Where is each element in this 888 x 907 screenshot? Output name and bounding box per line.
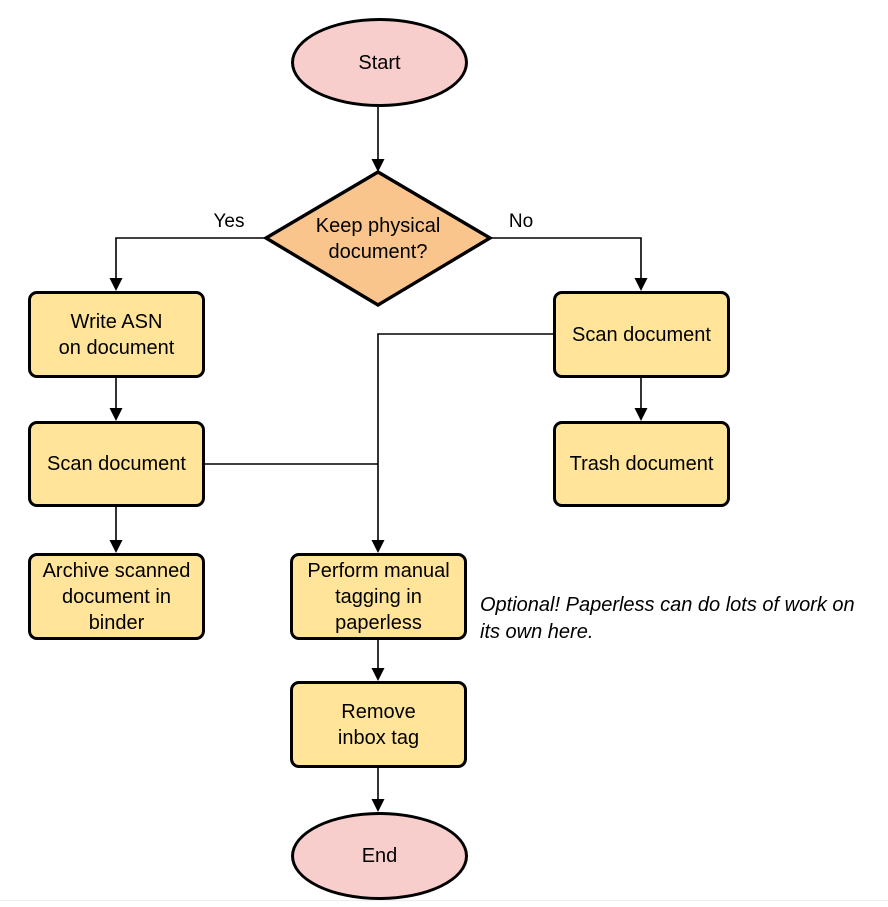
- optional-note: Optional! Paperless can do lots of work …: [480, 594, 855, 643]
- write-asn-node: Write ASN on document: [28, 291, 205, 378]
- decision-diamond-shape: [262, 170, 494, 307]
- start-node: Start: [291, 18, 468, 107]
- scan-document-right-node: Scan document: [553, 291, 730, 378]
- edge-scanright-to-tagging: [371, 333, 553, 553]
- archive-document-node: Archive scanned document in binder: [28, 553, 205, 640]
- edge-decision-no: [489, 237, 648, 291]
- edge-label-yes: Yes: [213, 211, 245, 232]
- edge-label-no: No: [508, 211, 534, 232]
- edge-decision-yes: [109, 237, 266, 291]
- remove-inbox-tag-node: Remove inbox tag: [290, 681, 467, 768]
- scan-document-left-node: Scan document: [28, 421, 205, 507]
- end-node: End: [291, 812, 468, 900]
- decision-node-label: Keep physical document?: [315, 215, 441, 263]
- trash-document-node: Trash document: [553, 421, 730, 507]
- bottom-divider: [0, 900, 888, 901]
- manual-tagging-node: Perform manual tagging in paperless: [290, 553, 467, 640]
